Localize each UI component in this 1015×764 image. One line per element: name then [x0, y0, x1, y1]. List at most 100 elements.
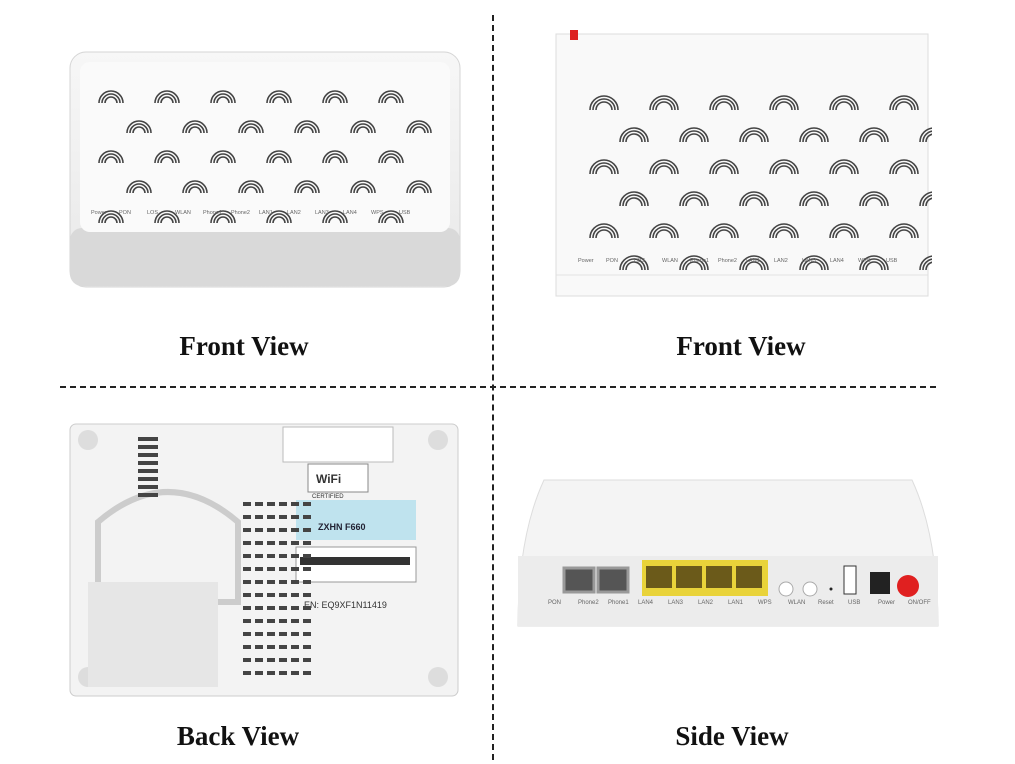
vent-slot	[243, 502, 251, 506]
vent-slot	[255, 541, 263, 545]
vent-arc	[715, 165, 733, 175]
vent-arc	[328, 216, 342, 224]
vent-arc	[381, 93, 401, 104]
vent-slot	[243, 580, 251, 584]
vent-slot	[138, 485, 158, 489]
vent-arc	[98, 90, 124, 104]
vent-arc	[294, 180, 320, 194]
vent-slot	[243, 606, 251, 610]
vent-arc	[154, 150, 180, 164]
vent-slot	[243, 528, 251, 532]
vent-slot	[255, 671, 263, 675]
vent-slot	[291, 502, 299, 506]
port-label: LAN1	[746, 258, 760, 264]
vent-arc	[294, 120, 320, 134]
vent-slot	[267, 541, 275, 545]
vent-arc	[244, 126, 258, 134]
vent-slot	[303, 632, 311, 636]
vent-slot	[138, 461, 158, 465]
vent-arc	[655, 101, 673, 111]
port-label: WLAN	[788, 600, 805, 606]
vent-arc	[625, 197, 643, 207]
vent-slot	[255, 658, 263, 662]
port-label: Power	[578, 258, 594, 264]
vent-arc	[157, 93, 177, 104]
port-label: USB	[848, 600, 860, 606]
back-view-photo: WiFi CERTIFIED ZXHN F660 EN: EQ9XF1N1141…	[69, 423, 459, 697]
vent-arc	[269, 213, 289, 224]
vent-arc	[182, 180, 208, 194]
vent-arc	[353, 123, 373, 134]
vent-slot	[138, 493, 158, 497]
vent-arc	[244, 186, 258, 194]
vent-slot	[291, 671, 299, 675]
vent-arc	[381, 153, 401, 164]
vent-arc	[832, 98, 856, 111]
vent-slot	[267, 606, 275, 610]
vent-arc	[775, 165, 793, 175]
vent-slot	[267, 645, 275, 649]
vent-arc	[799, 191, 829, 207]
port-label: LAN2	[774, 258, 788, 264]
vent-arc	[384, 96, 398, 104]
port-label: Phone1	[690, 258, 709, 264]
vent-slot	[279, 515, 287, 519]
vent-arc	[412, 126, 426, 134]
vent-slot	[243, 541, 251, 545]
vent-slot	[279, 671, 287, 675]
vent-arc	[685, 197, 703, 207]
vent-arc	[682, 258, 706, 271]
vent-slot	[138, 437, 158, 441]
port-label: ON/OFF	[908, 600, 931, 606]
vent-slot	[291, 515, 299, 519]
sticker-serial-text: EN: EQ9XF1N11419	[304, 600, 387, 610]
vent-slot	[279, 580, 287, 584]
vent-arc	[98, 150, 124, 164]
vent-slot	[267, 658, 275, 662]
vent-arc	[592, 98, 616, 111]
port-label: LAN4	[343, 210, 357, 216]
vent-arc	[712, 226, 736, 239]
caption-front-view-2: Front View	[676, 331, 806, 361]
vent-slot	[267, 502, 275, 506]
vent-arc	[325, 213, 345, 224]
vent-slot	[291, 619, 299, 623]
port-label: LAN2	[698, 600, 714, 606]
vent-slot	[267, 593, 275, 597]
vent-arc	[829, 159, 859, 175]
vent-arc	[350, 120, 376, 134]
vent-slot	[279, 528, 287, 532]
vent-arc	[832, 162, 856, 175]
vent-arc	[213, 213, 233, 224]
vent-arc	[742, 130, 766, 143]
vent-arc	[350, 180, 376, 194]
vent-arc	[132, 186, 146, 194]
vent-slot	[243, 619, 251, 623]
vent-arc	[682, 194, 706, 207]
vent-arc	[859, 191, 889, 207]
port-label: LOS	[634, 258, 645, 264]
vent-arc	[619, 191, 649, 207]
vent-arc	[126, 120, 152, 134]
vent-arc	[919, 191, 932, 207]
vent-arc	[595, 229, 613, 239]
vent-slot	[291, 645, 299, 649]
vent-arc	[101, 93, 121, 104]
caption-back-view: Back View	[176, 721, 300, 751]
vent-arc	[865, 133, 883, 143]
vent-arc	[892, 162, 916, 175]
vent-slot	[303, 502, 311, 506]
vent-slot	[279, 606, 287, 610]
vent-arc	[745, 133, 763, 143]
vent-slot	[303, 554, 311, 558]
vent-slot	[255, 606, 263, 610]
vent-arc	[216, 156, 230, 164]
vent-arc	[679, 191, 709, 207]
vent-arc	[378, 210, 404, 224]
vent-slot	[138, 477, 158, 481]
vent-arc	[712, 98, 736, 111]
vent-slot	[255, 619, 263, 623]
vent-arc	[775, 101, 793, 111]
